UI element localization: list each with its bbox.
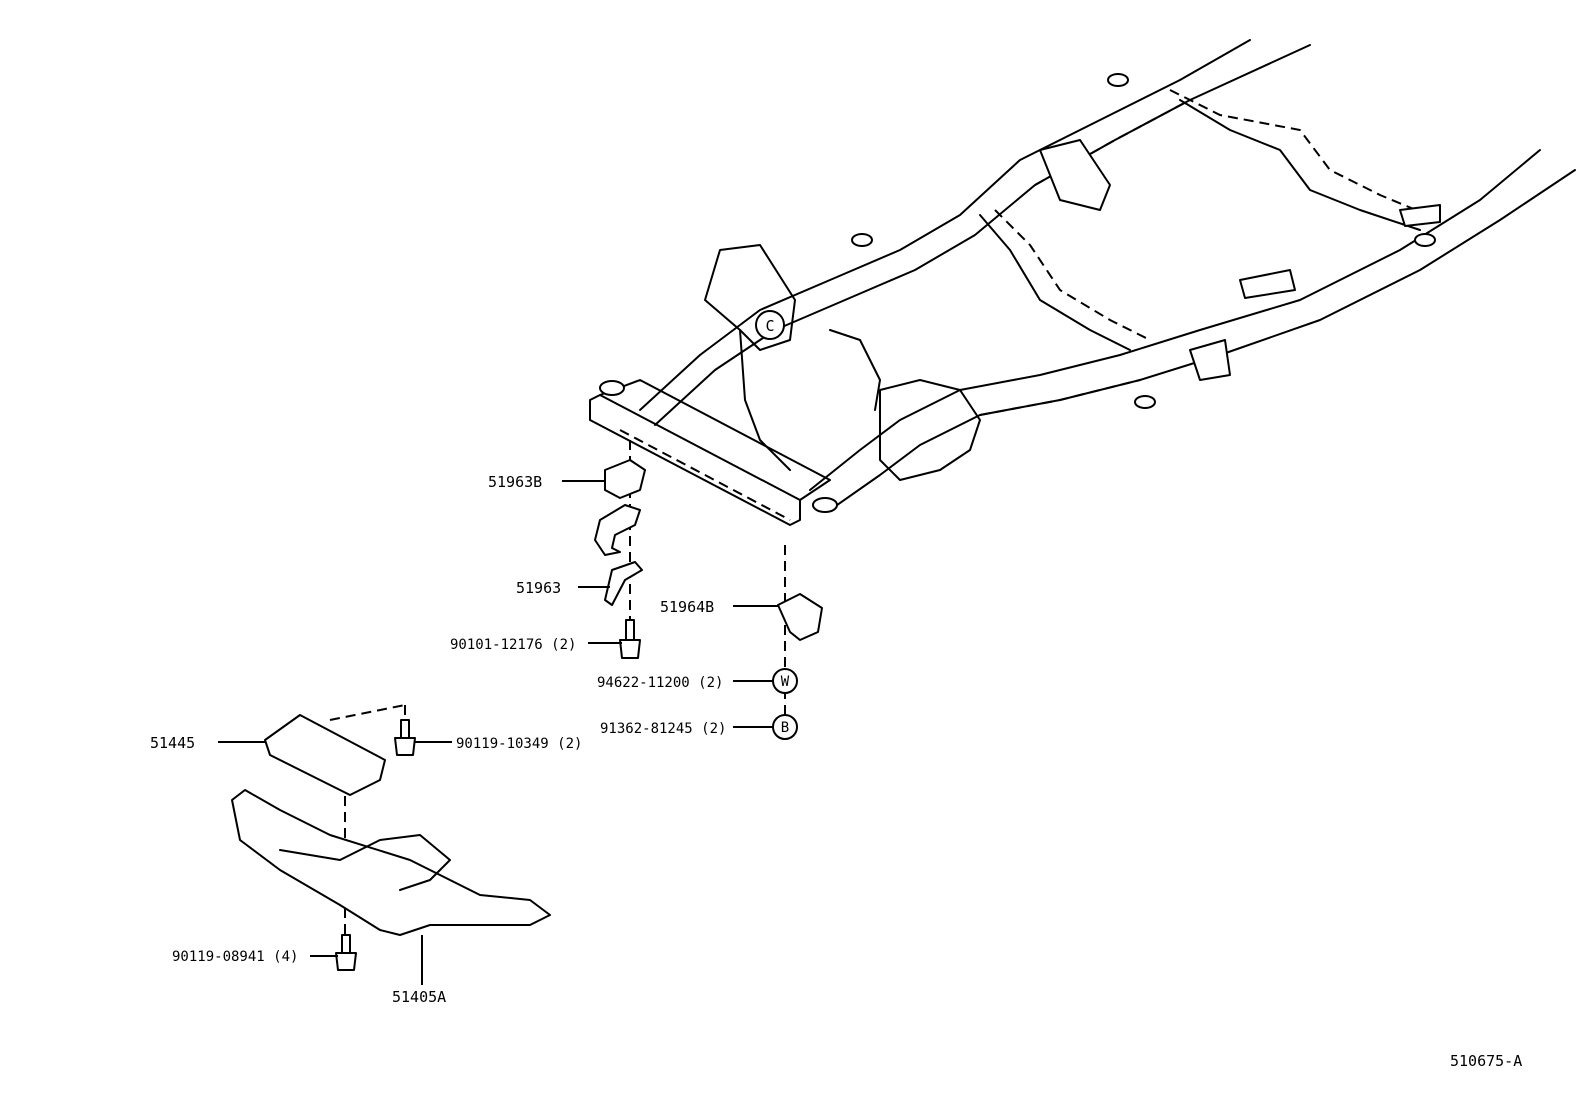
bolt-90101-12176 bbox=[619, 619, 641, 659]
bolt-90119-08941 bbox=[335, 934, 357, 971]
callout-51405a: 51405A bbox=[392, 988, 446, 1006]
skid-plate-51405a bbox=[231, 789, 551, 936]
hook-bracket bbox=[594, 504, 641, 556]
callout-91362-81245: 91362-81245 (2) bbox=[600, 721, 726, 737]
callout-51963: 51963 bbox=[516, 579, 561, 597]
callout-90101-12176: 90101-12176 (2) bbox=[450, 637, 576, 653]
crossbar-51445 bbox=[264, 714, 386, 796]
callout-51964b: 51964B bbox=[660, 598, 714, 616]
bracket-51964b bbox=[777, 593, 823, 641]
vehicle-frame: C bbox=[589, 39, 1576, 526]
callout-90119-10349: 90119-10349 (2) bbox=[456, 736, 582, 752]
bracket-51963 bbox=[604, 561, 643, 606]
callout-90119-08941: 90119-08941 (4) bbox=[172, 949, 298, 965]
bracket-51963b bbox=[604, 459, 646, 499]
frame-marker-c: C bbox=[765, 317, 774, 335]
callout-51445: 51445 bbox=[150, 734, 195, 752]
assembly-line-crossbar bbox=[329, 704, 406, 721]
callout-51963b: 51963B bbox=[488, 473, 542, 491]
bolt-90119-10349 bbox=[394, 719, 416, 756]
callout-94622-11200: 94622-11200 (2) bbox=[597, 675, 723, 691]
diagram-code: 510675-A bbox=[1450, 1052, 1522, 1070]
skid-plate-ribs bbox=[279, 834, 451, 891]
bolt-symbol: B bbox=[781, 720, 789, 736]
washer-symbol: W bbox=[781, 674, 790, 690]
